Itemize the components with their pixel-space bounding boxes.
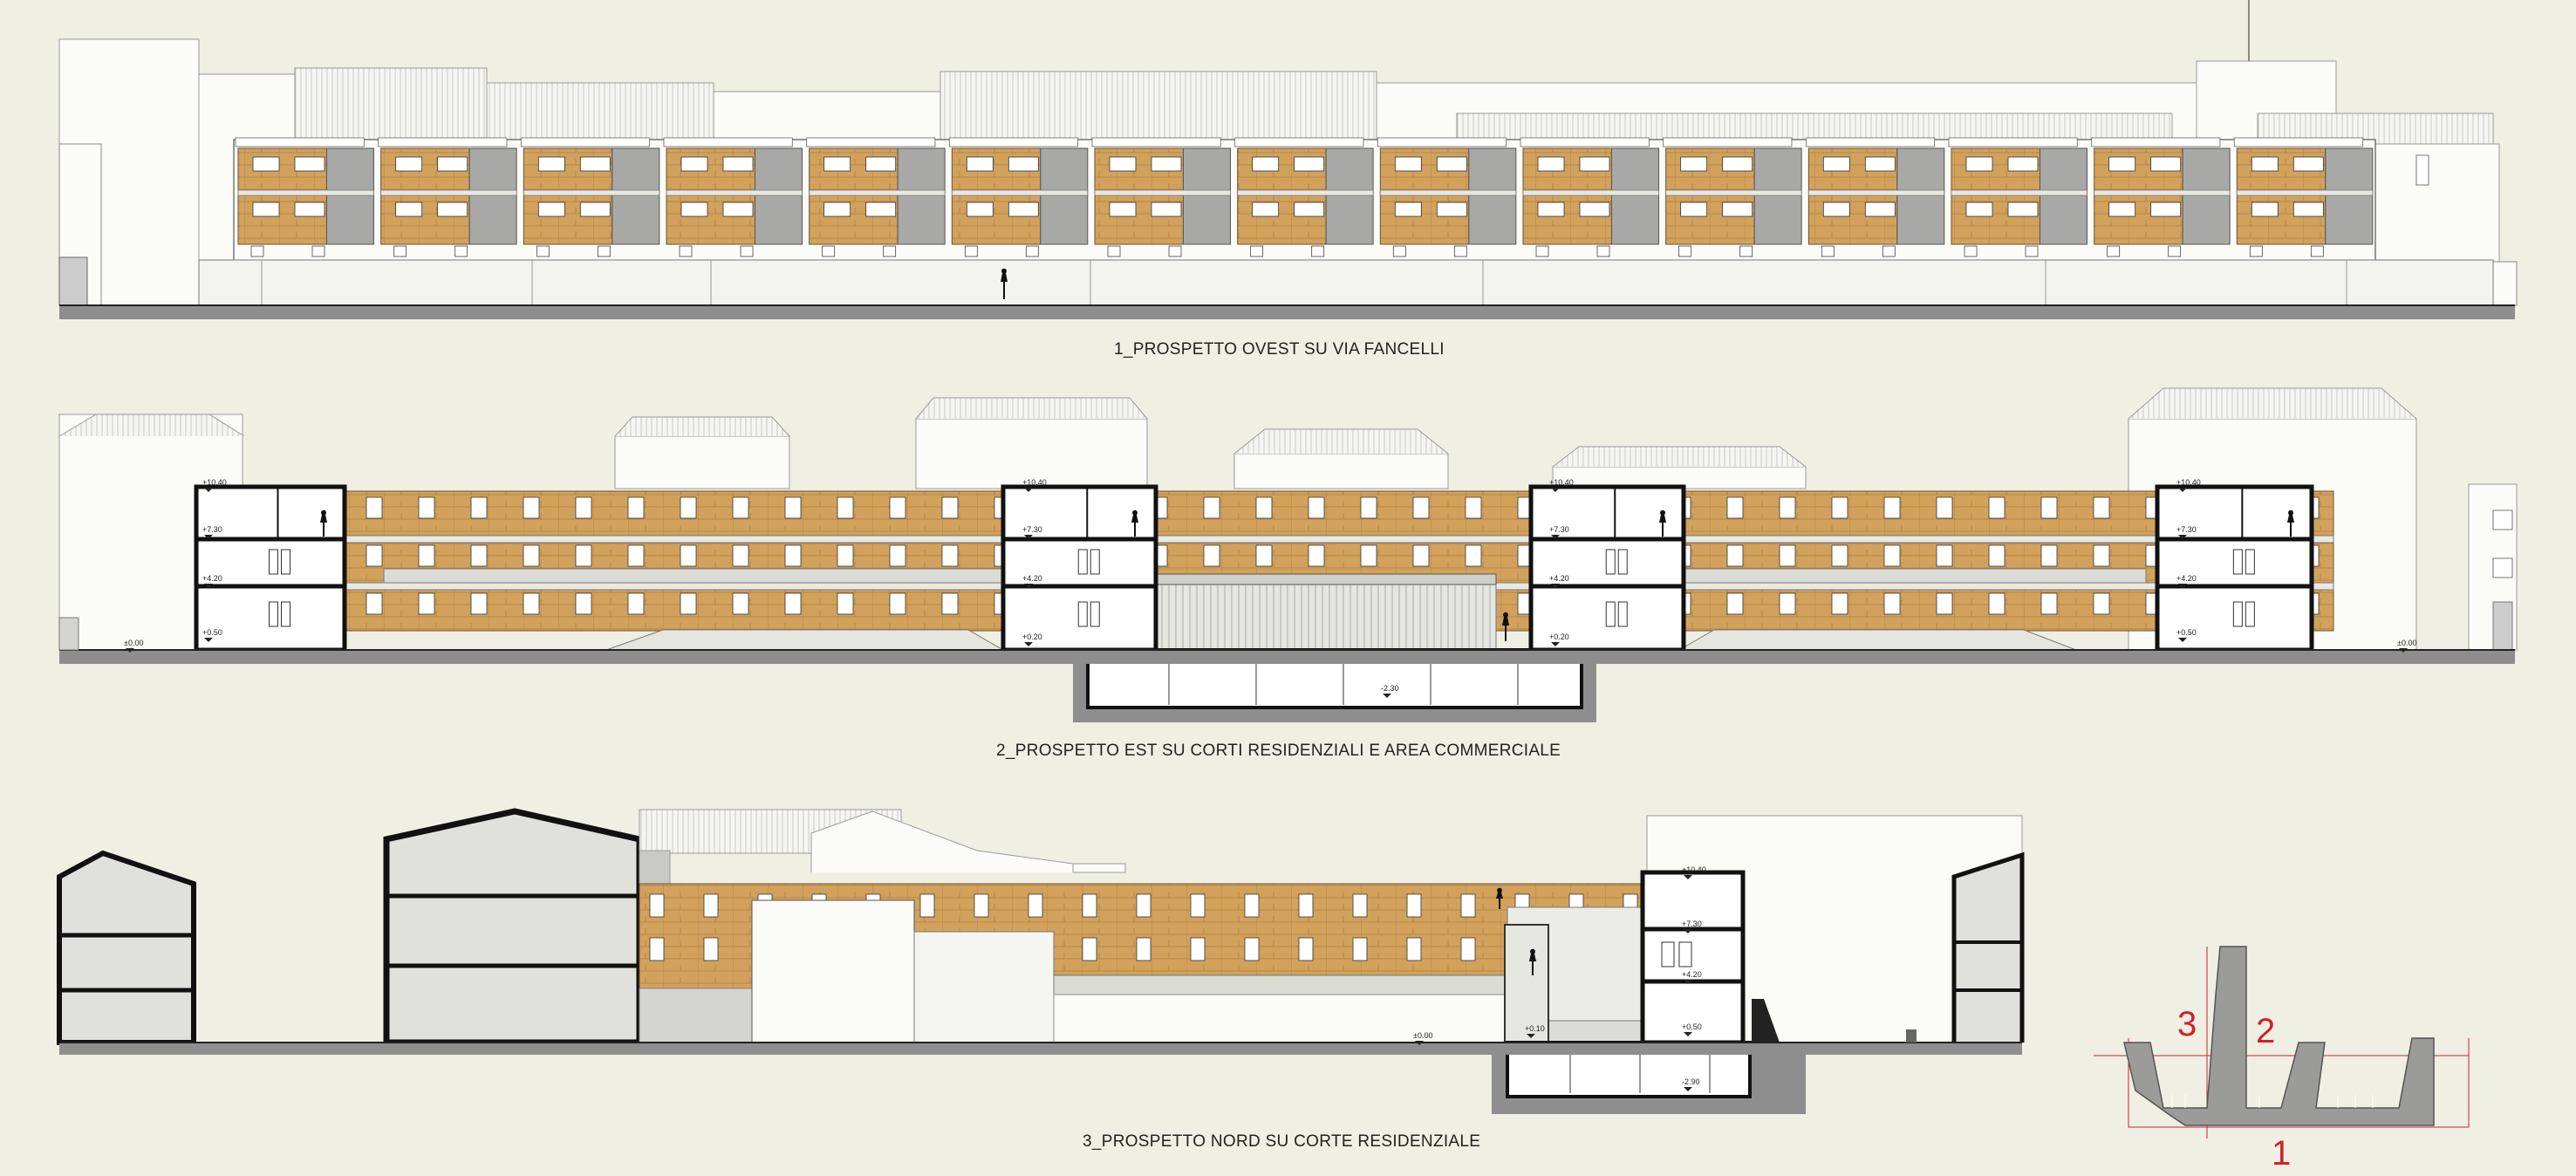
level-label: ±0.00	[2397, 639, 2416, 647]
level-label: +4.20	[1682, 970, 1702, 979]
person-figure	[1502, 612, 1509, 641]
level-label: +4.20	[2176, 574, 2197, 583]
level-label: +0.50	[2176, 628, 2197, 637]
caption-elevation-3: 3_PROSPETTO NORD SU CORTE RESIDENZIALE	[1083, 1132, 1481, 1151]
caption-elevation-1: 1_PROSPETTO OVEST SU VIA FANCELLI	[1114, 340, 1445, 359]
key-plan	[2094, 946, 2470, 1138]
level-label: +7.30	[1549, 525, 1569, 534]
key-plan-marker-2: 2	[2256, 1012, 2276, 1050]
elevation-1-west	[58, 0, 2518, 319]
elevation-1-facade-bays	[235, 137, 2374, 257]
level-label: +0.50	[202, 628, 222, 637]
level-label: +7.30	[1682, 920, 1702, 928]
person-figure	[1529, 948, 1536, 975]
level-label: +4.20	[1549, 574, 1569, 583]
level-label: +10.40	[1022, 478, 1047, 487]
elevation-3-north	[57, 808, 2025, 1114]
level-label: +4.20	[202, 574, 222, 583]
level-label: -2.90	[1682, 1077, 1700, 1086]
level-label: +10.40	[1549, 478, 1574, 487]
level-label: ±0.00	[1413, 1031, 1432, 1040]
level-markers: +10.40 +7.30 +4.20 +0.50 +10.40 +7.30 +4.20 +0.…	[124, 478, 2416, 1091]
level-label: -2.30	[1381, 684, 1399, 693]
level-label: +7.30	[202, 525, 222, 534]
caption-elevation-2: 2_PROSPETTO EST SU CORTI RESIDENZIALI E …	[996, 742, 1561, 760]
person-figure	[1496, 887, 1503, 909]
level-label: +7.30	[1022, 525, 1042, 534]
level-label: +0.50	[1682, 1022, 1702, 1031]
level-label: +10.40	[2176, 478, 2201, 487]
person-figure	[1001, 268, 1008, 299]
level-label: +10.40	[202, 478, 227, 487]
key-plan-marker-3: 3	[2177, 1005, 2197, 1043]
level-label: +0.20	[1549, 632, 1569, 641]
level-label: +0.10	[1525, 1024, 1545, 1033]
level-label: +0.20	[1022, 632, 1042, 641]
elevation-2-section-blocks	[194, 484, 2314, 653]
elevation-2-east	[58, 387, 2518, 722]
level-label: +7.30	[2176, 525, 2197, 534]
level-label: ±0.00	[124, 639, 143, 647]
key-plan-marker-1: 1	[2272, 1134, 2292, 1173]
level-label: +10.40	[1682, 865, 1706, 874]
level-label: +4.20	[1022, 574, 1042, 583]
